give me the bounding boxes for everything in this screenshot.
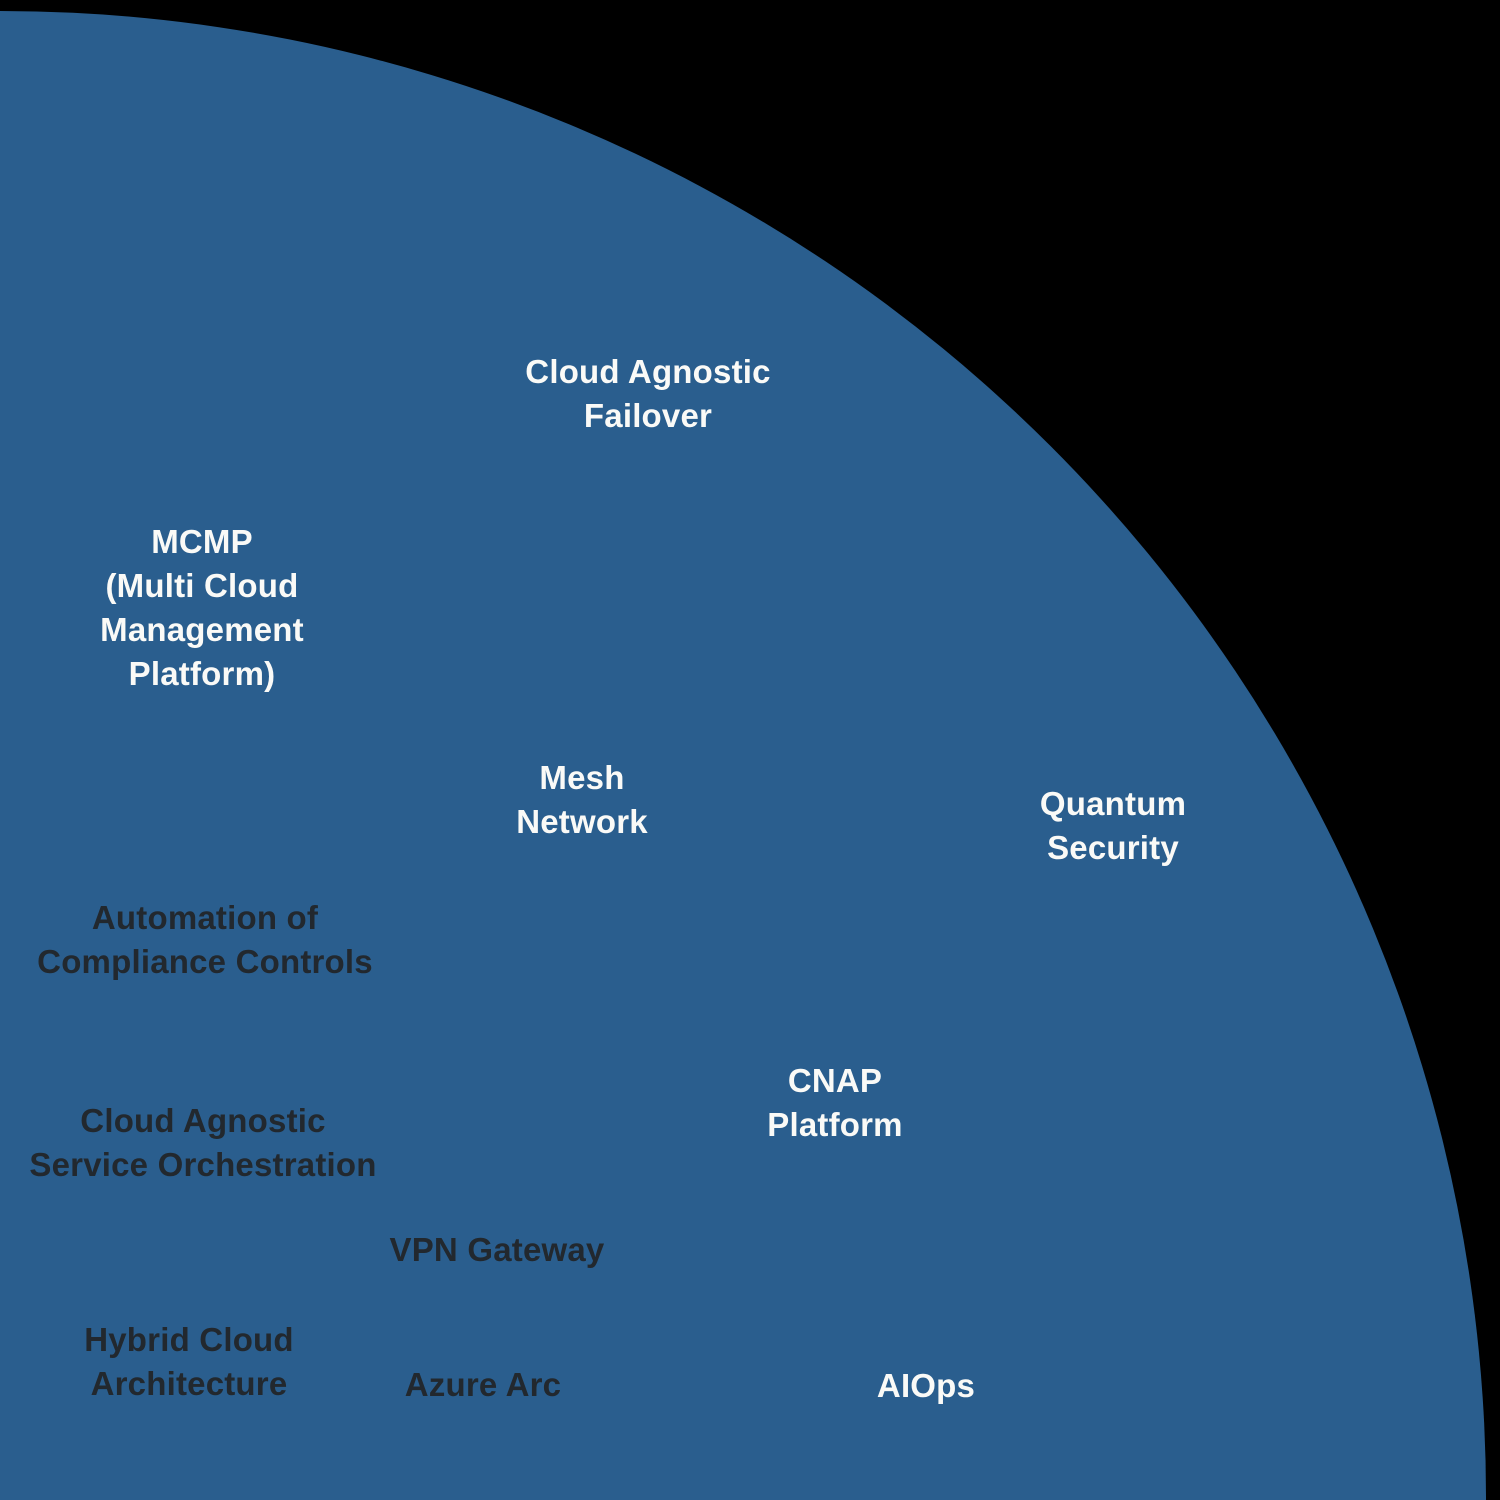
trend-label-mcmp-multi-cloud-management-platform: MCMP (Multi Cloud Management Platform) (100, 523, 304, 692)
trend-label-cloud-agnostic-failover: Cloud Agnostic Failover (525, 353, 771, 434)
trend-label-hybrid-cloud-architecture: Hybrid Cloud Architecture (84, 1321, 294, 1402)
trend-label-aiops: AIOps (876, 1367, 976, 1404)
trend-label-cloud-agnostic-service-orchestration: Cloud Agnostic Service Orchestration (29, 1102, 377, 1183)
trend-label-vpn-gateway: VPN Gateway (389, 1231, 605, 1268)
trend-label-azure-arc: Azure Arc (404, 1366, 562, 1403)
trend-label-cnap-platform: CNAP Platform (767, 1062, 903, 1143)
radar-quadrant-circle (0, 11, 1486, 1500)
trend-label-quantum-security: Quantum Security (1039, 785, 1187, 866)
trend-label-mesh-network: Mesh Network (516, 759, 648, 840)
trend-label-automation-of-compliance-controls: Automation of Compliance Controls (37, 899, 373, 980)
